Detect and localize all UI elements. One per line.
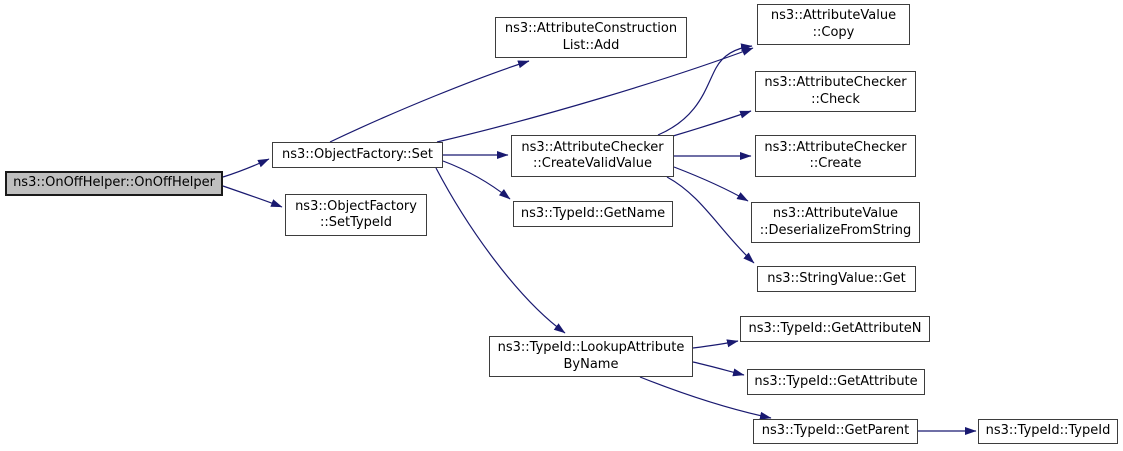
node-objectfactory-set[interactable]: ns3::ObjectFactory::Set bbox=[272, 142, 443, 168]
edge-onoffhelper-to-objectfactory-settypeid bbox=[222, 185, 283, 208]
node-attributeconstructionlist-add[interactable]: ns3::AttributeConstruction List::Add bbox=[495, 17, 687, 58]
node-typeid-typeid[interactable]: ns3::TypeId::TypeId bbox=[978, 419, 1118, 444]
edge-typeid-lookupattributebyname-to-typeid-getattribute bbox=[692, 361, 745, 377]
node-attributechecker-check[interactable]: ns3::AttributeChecker ::Check bbox=[755, 71, 916, 112]
edge-objectfactory-set-to-attributeconstructionlist-add bbox=[329, 60, 530, 143]
edge-onoffhelper-to-objectfactory-set bbox=[222, 158, 270, 178]
node-stringvalue-get[interactable]: ns3::StringValue::Get bbox=[757, 266, 916, 292]
edge-typeid-lookupattributebyname-to-typeid-getattributen bbox=[692, 339, 739, 349]
edge-attributechecker-createvalidvalue-to-attributechecker-check bbox=[672, 110, 752, 137]
node-attributechecker-createvalidvalue[interactable]: ns3::AttributeChecker ::CreateValidValue bbox=[511, 135, 674, 177]
edge-objectfactory-set-to-attributevalue-copy bbox=[436, 47, 754, 143]
node-typeid-getname[interactable]: ns3::TypeId::GetName bbox=[513, 201, 673, 227]
edge-objectfactory-set-to-typeid-lookupattributebyname bbox=[435, 167, 566, 334]
node-attributechecker-create[interactable]: ns3::AttributeChecker ::Create bbox=[755, 135, 916, 177]
edge-attributechecker-createvalidvalue-to-attributevalue-deserializefromstring bbox=[673, 166, 749, 202]
node-objectfactory-settypeid[interactable]: ns3::ObjectFactory ::SetTypeId bbox=[285, 194, 427, 236]
edge-attributechecker-createvalidvalue-to-attributevalue-copy bbox=[657, 43, 753, 136]
node-attributevalue-deserializefromstring[interactable]: ns3::AttributeValue ::DeserializeFromStr… bbox=[751, 202, 920, 243]
edge-attributechecker-createvalidvalue-to-stringvalue-get bbox=[666, 176, 755, 264]
node-attributevalue-copy[interactable]: ns3::AttributeValue ::Copy bbox=[757, 4, 910, 45]
node-typeid-getattribute[interactable]: ns3::TypeId::GetAttribute bbox=[747, 369, 925, 395]
node-onoffhelper: ns3::OnOffHelper::OnOffHelper bbox=[5, 171, 223, 196]
edge-objectfactory-set-to-typeid-getname bbox=[442, 160, 511, 200]
node-typeid-lookupattributebyname[interactable]: ns3::TypeId::LookupAttribute ByName bbox=[489, 336, 693, 377]
edge-typeid-lookupattributebyname-to-typeid-getparent bbox=[639, 376, 772, 420]
node-typeid-getparent[interactable]: ns3::TypeId::GetParent bbox=[753, 419, 918, 444]
node-typeid-getattributen[interactable]: ns3::TypeId::GetAttributeN bbox=[740, 316, 930, 342]
